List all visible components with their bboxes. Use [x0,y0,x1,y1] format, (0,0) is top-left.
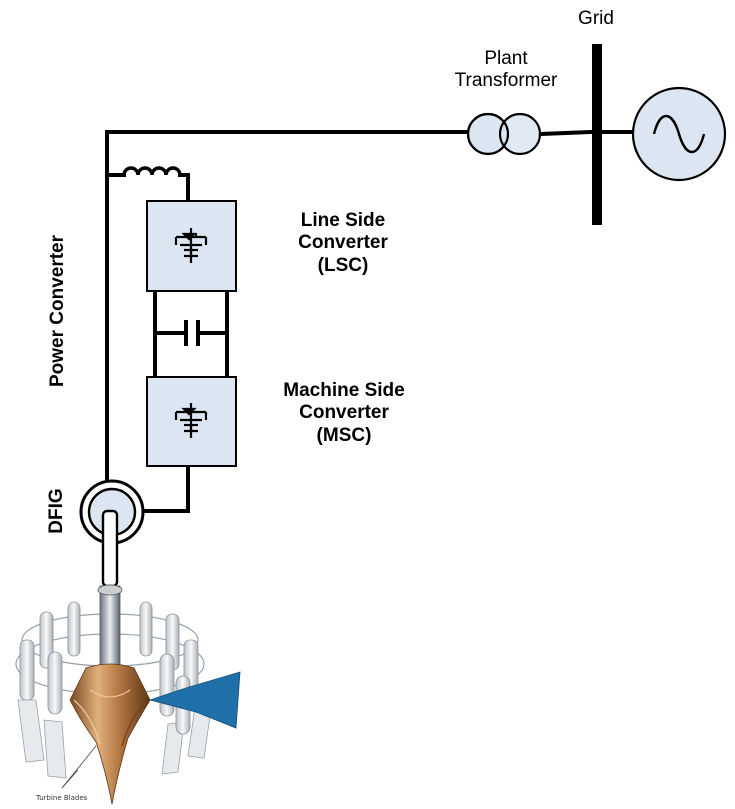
two-winding-transformer-icon [466,112,542,156]
ac-source-icon [631,86,727,182]
msc-label-line3: (MSC) [316,424,372,446]
power-converter-label: Power Converter [47,234,68,388]
lsc-box [146,200,237,292]
capacitor-icon [184,320,200,346]
stator-wire [105,130,472,482]
lsc-label: Line Side Converter (LSC) [268,210,418,277]
plant-transformer-label-line1: Plant [484,48,528,69]
turbine-blades-label: Turbine Blades [36,794,88,802]
francis-turbine-icon [15,584,241,805]
rotor-wire [143,464,190,513]
lsc-label-line3: (LSC) [317,254,369,276]
plant-transformer-label: Plant Transformer [436,48,576,93]
generator-shaft [101,509,119,588]
flow-arrow [148,671,241,729]
plant-transformer-label-line2: Transformer [454,70,558,92]
grid-bus-bar [592,44,602,225]
msc-label-line1: Machine Side [283,380,405,401]
transformer-to-bus-wire [537,129,595,137]
inductor-icon [122,166,182,176]
lsc-label-line2: Converter [298,232,388,254]
msc-label-line2: Converter [299,402,389,424]
msc-label: Machine Side Converter (MSC) [262,380,426,447]
grid-label: Grid [578,8,614,29]
lsc-label-line1: Line Side [300,210,386,231]
msc-box [146,376,237,467]
wiring [105,129,636,513]
igbt-switch-icon [174,228,208,263]
igbt-switch-icon [174,403,208,438]
dfig-label: DFIG [46,488,67,534]
